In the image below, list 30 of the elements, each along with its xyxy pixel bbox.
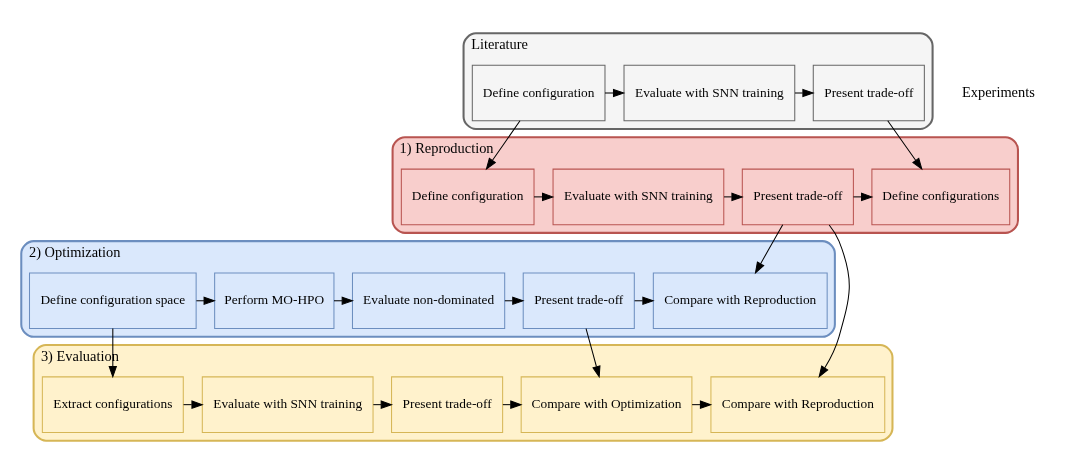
node-box: Define configuration [400,168,535,225]
node-box: Extract configurations [41,375,184,433]
arrow [372,399,393,409]
node-box: Perform MO-HPO [214,272,335,329]
node-box: Present trade-off [812,64,925,121]
arrow [818,223,850,378]
node-box: Evaluate with SNN training [623,64,796,121]
node-box: Evaluate with SNN training [552,168,725,225]
arrow [485,119,521,170]
node-box: Present trade-off [741,168,854,225]
label: Experiments [962,83,1035,100]
node-box: Present trade-off [391,375,504,433]
node-box: Define configurations [871,168,1011,225]
node-box: Define configuration [471,64,606,121]
node-box: Evaluate non-dominated [351,272,506,329]
arrow [604,88,626,97]
node-box: Compare with Reproduction [652,272,828,329]
node-box: Compare with Reproduction [710,375,886,433]
arrow [887,119,923,170]
node-box: Present trade-off [522,272,635,329]
arrow [794,88,815,97]
arrow [333,295,354,305]
arrow [533,192,555,201]
node-box: Define configuration space [29,272,197,329]
arrow [723,192,744,201]
node-box: Compare with Optimization [520,375,693,433]
arrow [585,327,601,378]
arrow [852,192,874,201]
arrow [691,399,713,409]
node-box: Evaluate with SNN training [201,375,374,433]
